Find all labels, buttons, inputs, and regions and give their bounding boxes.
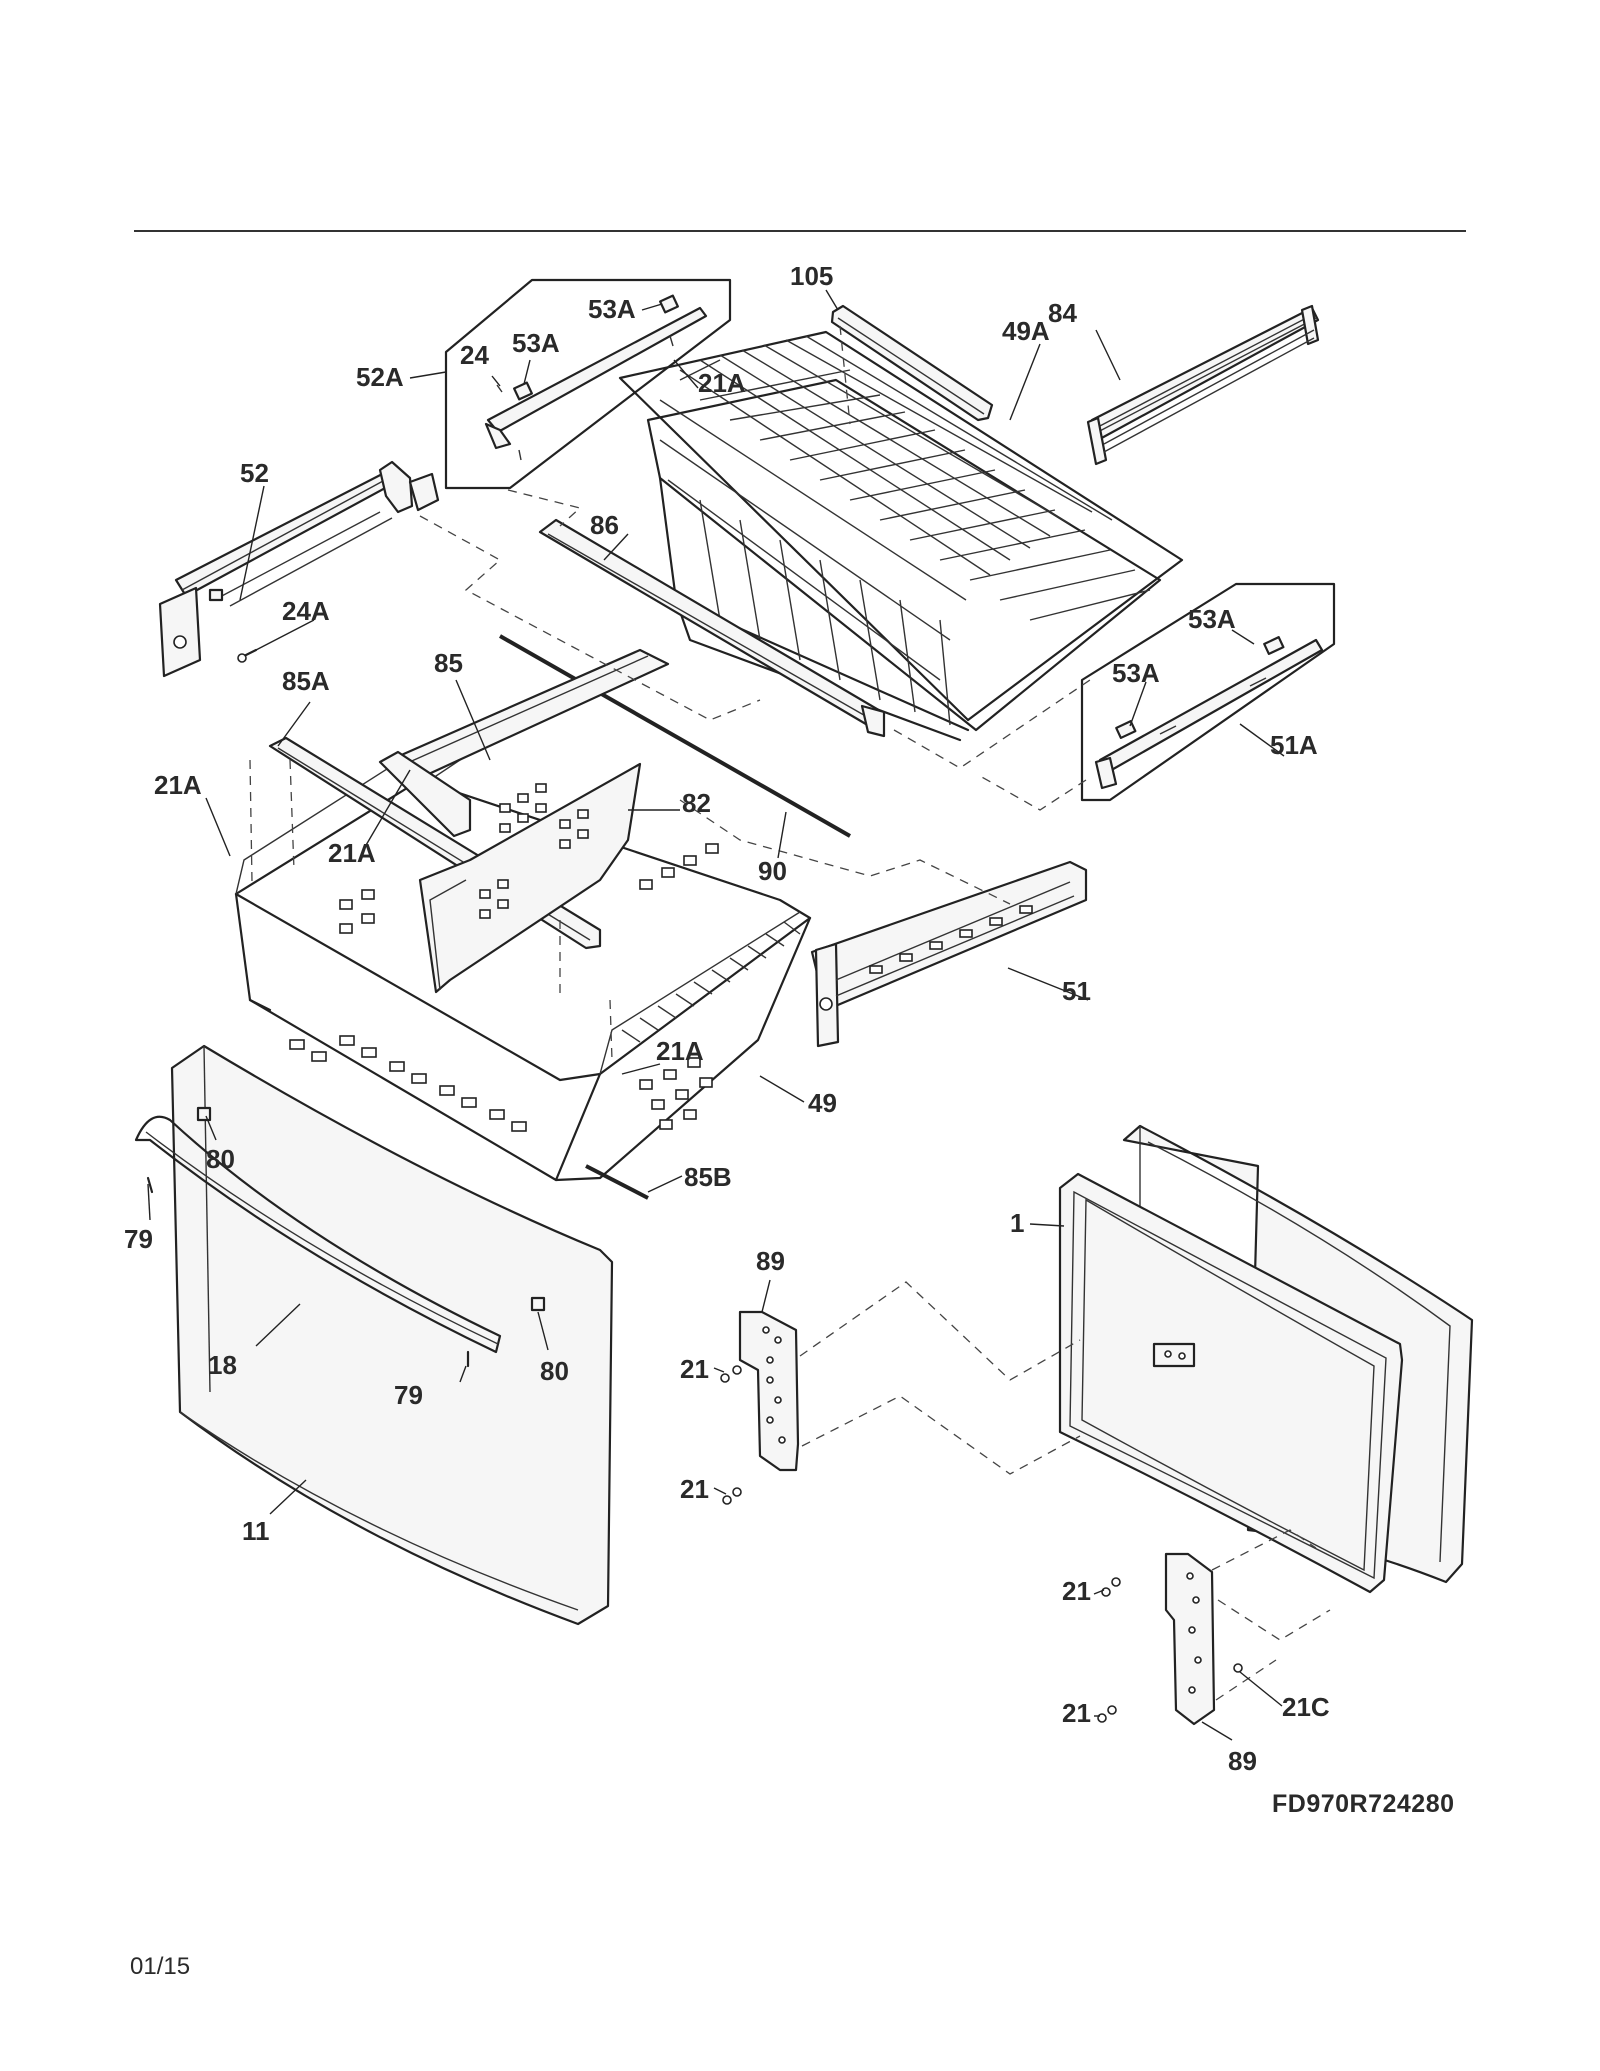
callout-21a-bottom: 21A [656, 1036, 704, 1066]
callout-52a: 52A [356, 362, 404, 392]
callout-84: 84 [1048, 298, 1077, 328]
callout-89-bottom: 89 [1228, 1746, 1257, 1776]
callout-82: 82 [682, 788, 711, 818]
callout-53a-mid: 53A [512, 328, 560, 358]
callout-85: 85 [434, 648, 463, 678]
part-84-side-rack [1086, 304, 1320, 466]
callout-1: 1 [1010, 1208, 1024, 1238]
callout-51a: 51A [1270, 730, 1318, 760]
callout-52: 52 [240, 458, 269, 488]
part-85b-rail [585, 1164, 649, 1200]
part-21-screws-upper [720, 1365, 742, 1505]
callout-21a-left: 21A [154, 770, 202, 800]
model-number: FD970R724280 [1272, 1790, 1455, 1818]
callout-53a-right2: 53A [1112, 658, 1160, 688]
part-11-drawer-front [170, 1044, 614, 1626]
callout-labels: 105 53A 24 53A 52A 21A 84 49A 52 86 24A … [124, 261, 1330, 1776]
callout-21-b: 21 [680, 1474, 709, 1504]
callout-80-top: 80 [206, 1144, 235, 1174]
callout-79-bottom: 79 [394, 1380, 423, 1410]
assembly-guide-lines [249, 325, 1331, 1701]
part-79-screws [146, 1176, 470, 1368]
callout-21-d: 21 [1062, 1698, 1091, 1728]
part-51a-detail-box [1080, 582, 1336, 802]
callout-51: 51 [1062, 976, 1091, 1006]
callout-80-bottom: 80 [540, 1356, 569, 1386]
revision-date: 01/15 [130, 1953, 191, 1980]
part-89-bottom-bracket [1164, 1552, 1216, 1726]
callout-85a: 85A [282, 666, 330, 696]
part-105-rail [830, 304, 994, 422]
callout-90: 90 [758, 856, 787, 886]
part-1-door-frame [1058, 1124, 1474, 1594]
callout-49a: 49A [1002, 316, 1050, 346]
part-86-front-bar [538, 518, 886, 738]
callout-21-c: 21 [1062, 1576, 1091, 1606]
callout-49: 49 [808, 1088, 837, 1118]
callout-86: 86 [590, 510, 619, 540]
callout-21-a: 21 [680, 1354, 709, 1384]
part-21-screws-lower [1097, 1577, 1243, 1723]
part-85-cross-bar [378, 648, 670, 838]
part-18-handle [134, 1115, 502, 1354]
callout-11: 11 [242, 1516, 270, 1546]
part-89-top-bracket [738, 1310, 800, 1472]
callout-18: 18 [208, 1350, 237, 1380]
callout-leaders [147, 289, 1285, 1741]
callout-21c: 21C [1282, 1692, 1330, 1722]
part-49a-wire-basket [618, 330, 1184, 742]
part-82-divider [418, 762, 642, 994]
callout-53a-top: 53A [588, 294, 636, 324]
callout-21a-inner: 21A [328, 838, 376, 868]
callout-21a-top: 21A [698, 368, 746, 398]
callout-105: 105 [790, 261, 833, 291]
callout-89-top: 89 [756, 1246, 785, 1276]
callout-85b: 85B [684, 1162, 732, 1192]
callout-53a-right1: 53A [1188, 604, 1236, 634]
callout-24: 24 [460, 340, 489, 370]
part-52-left-slide [158, 460, 440, 678]
callout-79-left: 79 [124, 1224, 153, 1254]
part-52a-detail-box [444, 278, 732, 490]
part-90-rod [499, 634, 851, 838]
part-51-right-slide [810, 860, 1088, 1048]
callout-24a: 24A [282, 596, 330, 626]
screw-24a [237, 648, 258, 663]
